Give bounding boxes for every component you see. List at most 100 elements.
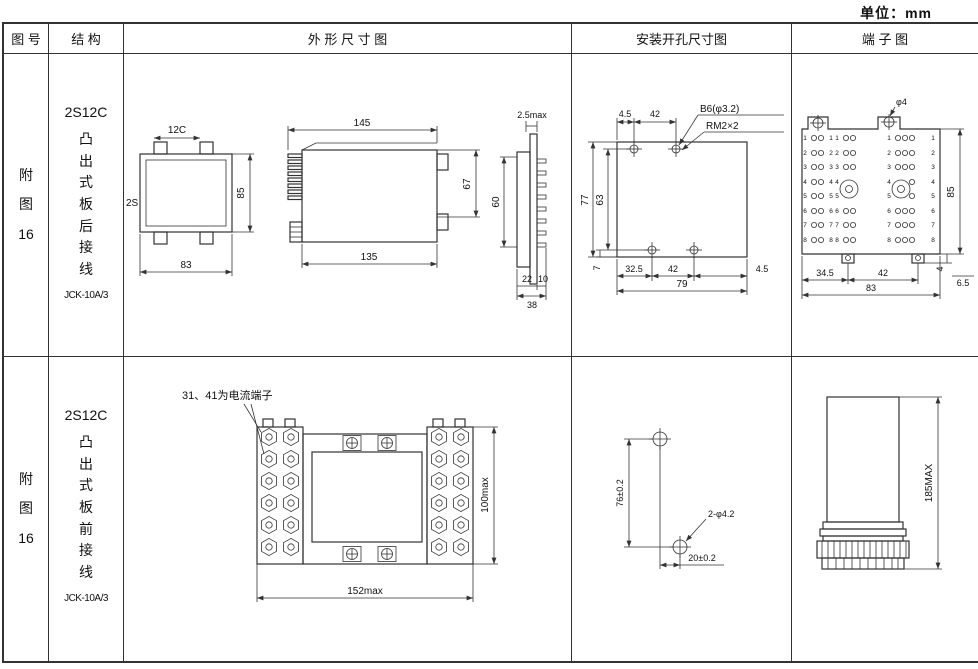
model-row2: 2S12C	[64, 407, 108, 423]
fig-no-row2: 附图16	[18, 470, 34, 546]
dim-20-label: 20±0.2	[688, 553, 715, 563]
term-num: 5	[829, 193, 833, 200]
term-num: 1	[931, 135, 935, 142]
dim-12c: 12C	[154, 125, 200, 141]
term-num: 6	[887, 208, 891, 215]
dim-345-label: 34.5	[816, 268, 834, 278]
term-num: 1	[829, 135, 833, 142]
terminal-cell-row1: φ4 1 2 3 4 5 6 7 8 1 2 3 4 5	[792, 54, 978, 357]
left-terminal-block	[256, 418, 304, 565]
dim-79-label: 79	[676, 279, 688, 290]
dim-77-label: 77	[580, 194, 591, 206]
dim-145-label: 145	[354, 118, 371, 129]
structure-desc-row2: 凸出式板前接线	[79, 434, 93, 581]
dim-25max: 2.5max	[517, 110, 547, 132]
callout-phi4: φ4	[889, 97, 907, 117]
header-cell-terminal: 端 子 图	[792, 24, 978, 54]
header-cell-fig-no: 图 号	[4, 24, 49, 54]
dim-63-label: 63	[595, 194, 606, 206]
term-num: 2	[931, 150, 935, 157]
mounting-hole-drawing-rear: 4.5 42 B6(φ3.2) RM2×2 77 63	[580, 104, 784, 295]
dim-85-label: 85	[946, 186, 957, 198]
term-num: 4	[931, 179, 935, 186]
board-fixing-holes	[810, 114, 897, 131]
dim-60-label: 60	[491, 196, 502, 208]
dim-83-label: 83	[180, 260, 192, 271]
mounting-cell-row2: 76±0.2 2-φ4.2 20±0.2	[572, 357, 792, 661]
term-num: 5	[931, 193, 935, 200]
term-num: 6	[829, 208, 833, 215]
term-num: 6	[803, 208, 807, 215]
term-num: 2	[829, 150, 833, 157]
term-num: 7	[931, 222, 935, 229]
term-num: 4	[829, 179, 833, 186]
model-row1: 2S12C	[64, 104, 108, 120]
terminal-board-outline	[801, 116, 941, 255]
term-num: 3	[835, 164, 839, 171]
term-num: 2	[835, 150, 839, 157]
dim-83: 83	[139, 234, 233, 276]
outline-drawing-front-wiring: 31、41为电流端子	[182, 388, 498, 602]
spec-table: 图 号 结 构 外 形 尺 寸 图 安装开孔尺寸图 端 子 图 附图16 2S1…	[2, 22, 978, 663]
dim-45-bot-label: 4.5	[756, 264, 769, 274]
structure-cell-row2: 2S12C 凸出式板前接线 JCK-10A/3	[49, 357, 124, 661]
term-num: 5	[887, 193, 891, 200]
terminal-diagram-rear: φ4 1 2 3 4 5 6 7 8 1 2 3 4 5	[801, 97, 974, 299]
header-cell-outline: 外 形 尺 寸 图	[124, 24, 572, 54]
term-num: 6	[931, 208, 935, 215]
dim-145: 145	[287, 118, 438, 150]
mounting-cell-row1: 4.5 42 B6(φ3.2) RM2×2 77 63	[572, 54, 792, 357]
relay-side-view	[287, 142, 449, 243]
dim-135: 135	[301, 244, 438, 268]
fig-no-cell-row1: 附图16	[4, 54, 49, 357]
dim-45-top-label: 4.5	[619, 109, 632, 119]
terminal-contacts	[810, 135, 916, 243]
term-num: 8	[931, 237, 935, 244]
dim-22-10-38: 22 10 38	[516, 248, 548, 310]
term-num: 3	[829, 164, 833, 171]
dim-85-right: 85	[940, 128, 964, 255]
mounting-hole-drawing-front: 76±0.2 2-φ4.2 20±0.2	[615, 428, 734, 569]
dim-100max-label: 100max	[480, 477, 491, 513]
terminal-cell-row2: 185MAX	[792, 357, 978, 661]
structure-cell-row1: 2S12C 凸出式板后接线 JCK-10A/3	[49, 54, 124, 357]
term-num: 8	[835, 237, 839, 244]
term-num: 8	[803, 237, 807, 244]
relay-profile	[816, 396, 910, 570]
callout-rm2x2: RM2×2	[681, 121, 784, 151]
structure-desc-row1: 凸出式板后接线	[79, 131, 93, 278]
term-num: 3	[887, 164, 891, 171]
unit-label: 单位：mm	[860, 5, 932, 21]
dim-65-label: 6.5	[957, 278, 970, 288]
term-num: 7	[803, 222, 807, 229]
label-12c: 12C	[168, 125, 186, 136]
callout-b6: B6(φ3.2)	[678, 104, 784, 146]
terminal-numbers: 1 2 3 4 5 6 7 8 1 2 3 4 5 6 7 8 1 2 3 4 …	[803, 135, 935, 244]
terminal-side-view: 185MAX	[816, 396, 942, 570]
relay-top-view	[139, 141, 233, 245]
mounting-holes	[626, 141, 702, 258]
relay-panel-side-view	[516, 133, 547, 285]
dim-bottom: 32.5 42 4.5 79 7	[592, 250, 768, 295]
relay-code-row1: JCK-10A/3	[64, 289, 108, 301]
term-num: 8	[829, 237, 833, 244]
dim-42-top-label: 42	[650, 109, 660, 119]
note-label: 31、41为电流端子	[182, 388, 272, 402]
dim-83-label: 83	[866, 283, 876, 293]
dim-152max-label: 152max	[347, 586, 383, 597]
term-num: 3	[803, 164, 807, 171]
term-num: 4	[835, 179, 839, 186]
term-num: 1	[835, 135, 839, 142]
term-num: 5	[835, 193, 839, 200]
dim-60: 60	[491, 156, 517, 248]
dim-20: 20±0.2	[659, 447, 724, 569]
dim-76-label: 76±0.2	[615, 479, 625, 506]
dim-10-label: 10	[538, 274, 548, 284]
dim-76: 76±0.2	[615, 438, 673, 548]
term-num: 6	[835, 208, 839, 215]
dim-7-label: 7	[592, 265, 602, 270]
term-num: 3	[931, 164, 935, 171]
fig-no-row1: 附图16	[18, 166, 34, 242]
dim-100max: 100max	[473, 426, 498, 565]
dim-185max: 185MAX	[899, 396, 942, 570]
